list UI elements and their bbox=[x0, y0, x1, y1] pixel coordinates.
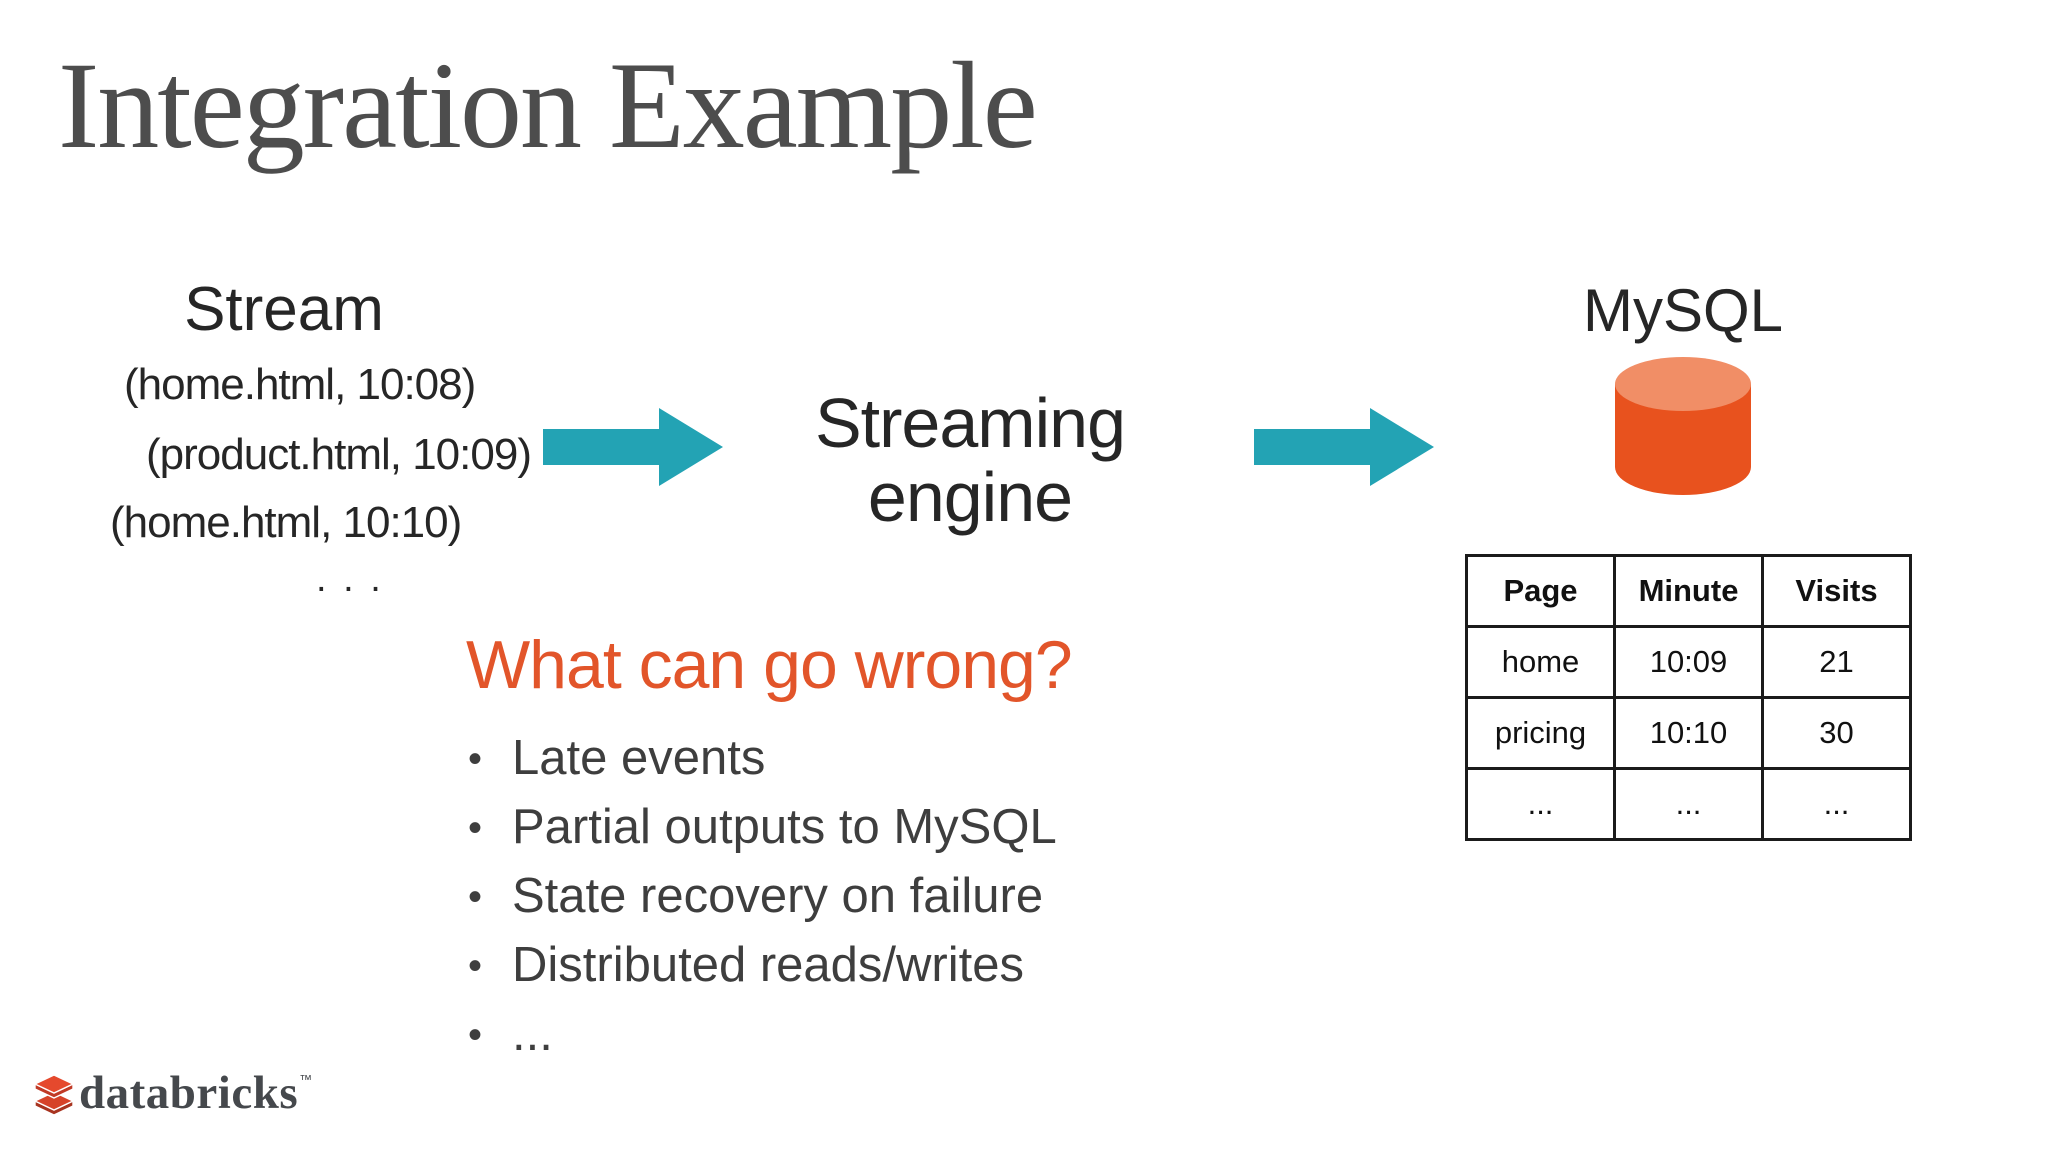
bullet-item: • Late events bbox=[468, 724, 1057, 793]
bullet-item: •... bbox=[468, 1000, 1057, 1069]
bullet-item: • Partial outputs to MySQL bbox=[468, 793, 1057, 862]
bullet-dot-icon: • bbox=[468, 1013, 483, 1057]
table-cell: 10:10 bbox=[1613, 696, 1764, 770]
bullet-dot-icon: • bbox=[468, 737, 483, 781]
slide-title: Integration Example bbox=[58, 37, 1038, 174]
bullet-item: • Distributed reads/writes bbox=[468, 931, 1057, 1000]
bullet-text: Distributed reads/writes bbox=[512, 938, 1024, 992]
bullet-dot-icon: • bbox=[468, 875, 483, 919]
table-cell: ... bbox=[1613, 767, 1764, 841]
bullet-text: ... bbox=[512, 1007, 553, 1061]
flow-arrow-icon bbox=[1254, 408, 1434, 486]
stream-label: Stream bbox=[184, 275, 384, 344]
bullet-text: Late events bbox=[512, 731, 766, 785]
mysql-label: MySQL bbox=[1582, 277, 1784, 344]
table-row: pricing 10:10 30 bbox=[1465, 696, 1912, 770]
table-header-page: Page bbox=[1465, 554, 1616, 628]
trademark-symbol: ™ bbox=[299, 1072, 313, 1087]
streaming-engine-label: Streaming engine bbox=[770, 386, 1170, 534]
stream-event: (product.html, 10:09) bbox=[146, 430, 532, 479]
table-row: home 10:09 21 bbox=[1465, 625, 1912, 699]
table-cell: 10:09 bbox=[1613, 625, 1764, 699]
databricks-wordmark: databricks bbox=[79, 1067, 299, 1119]
engine-line2: engine bbox=[867, 458, 1073, 536]
table-cell: ... bbox=[1465, 767, 1616, 841]
bullet-dot-icon: • bbox=[468, 944, 483, 988]
bullet-text: State recovery on failure bbox=[512, 869, 1044, 923]
table-cell: ... bbox=[1761, 767, 1912, 841]
table-cell: 21 bbox=[1761, 625, 1912, 699]
table-header-minute: Minute bbox=[1613, 554, 1764, 628]
flow-arrow-icon bbox=[543, 408, 723, 486]
question-heading: What can go wrong? bbox=[466, 627, 1073, 703]
table-header-row: Page Minute Visits bbox=[1465, 554, 1912, 628]
bullet-dot-icon: • bbox=[468, 806, 483, 850]
stream-event-ellipsis: . . . bbox=[316, 558, 384, 600]
stream-event: (home.html, 10:08) bbox=[124, 360, 476, 409]
table-header-visits: Visits bbox=[1761, 554, 1912, 628]
mysql-results-table: Page Minute Visits home 10:09 21 pricing… bbox=[1465, 554, 1912, 841]
table-cell: pricing bbox=[1465, 696, 1616, 770]
databricks-logo: databricks ™ bbox=[34, 1067, 313, 1120]
table-cell: 30 bbox=[1761, 696, 1912, 770]
stream-event: (home.html, 10:10) bbox=[110, 498, 462, 547]
bullet-item: • State recovery on failure bbox=[468, 862, 1057, 931]
table-row: ... ... ... bbox=[1465, 767, 1912, 841]
database-cylinder-icon bbox=[1615, 357, 1751, 495]
bullet-list: • Late events • Partial outputs to MySQL •… bbox=[468, 724, 1057, 1069]
table-cell: home bbox=[1465, 625, 1616, 699]
databricks-logo-icon bbox=[34, 1075, 74, 1116]
engine-line1: Streaming bbox=[814, 384, 1126, 462]
bullet-text: Partial outputs to MySQL bbox=[512, 800, 1057, 854]
